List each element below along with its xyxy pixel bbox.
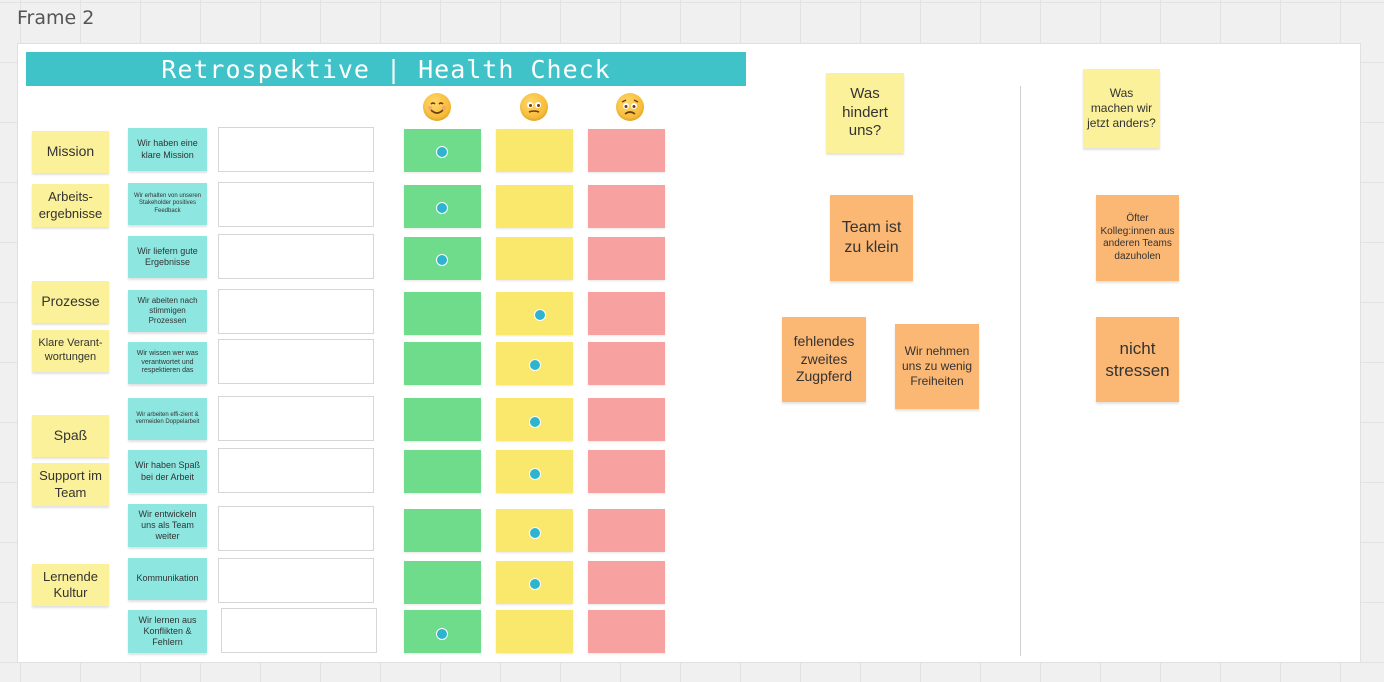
vote-cell-red[interactable]	[588, 237, 665, 280]
category-note-arbeitsergebnisse[interactable]: Arbeits- ergebnisse	[32, 184, 109, 227]
comment-box[interactable]	[218, 506, 374, 551]
vote-cell-yellow[interactable]	[496, 185, 573, 228]
vote-dot[interactable]	[529, 468, 541, 480]
vote-cell-red[interactable]	[588, 398, 665, 441]
actions-header-note[interactable]: Was machen wir jetzt anders?	[1083, 69, 1160, 148]
vote-cell-red[interactable]	[588, 561, 665, 604]
statement-note[interactable]: Wir erhalten von unseren Stakeholder pos…	[128, 183, 207, 225]
neutral-face-icon	[520, 93, 548, 121]
category-note-verantwortungen[interactable]: Klare Verant- wortungen	[32, 330, 109, 372]
vote-cell-green[interactable]	[404, 450, 481, 493]
comment-box[interactable]	[221, 608, 377, 653]
vote-cell-red[interactable]	[588, 292, 665, 335]
column-divider	[1020, 86, 1021, 656]
statement-note[interactable]: Kommunikation	[128, 558, 207, 600]
vote-cell-yellow[interactable]	[496, 610, 573, 653]
vote-dot[interactable]	[534, 309, 546, 321]
smiling-face-icon	[423, 93, 451, 121]
hindrance-note[interactable]: Team ist zu klein	[830, 195, 913, 281]
vote-cell-green[interactable]	[404, 509, 481, 552]
vote-dot[interactable]	[529, 416, 541, 428]
action-note[interactable]: Öfter Kolleg:innen aus anderen Teams daz…	[1096, 195, 1179, 281]
worried-face-icon	[616, 93, 644, 121]
category-note-prozesse[interactable]: Prozesse	[32, 281, 109, 323]
vote-dot[interactable]	[436, 254, 448, 266]
comment-box[interactable]	[218, 558, 374, 603]
vote-cell-red[interactable]	[588, 185, 665, 228]
comment-box[interactable]	[218, 339, 374, 384]
comment-box[interactable]	[218, 127, 374, 172]
hindrances-header-note[interactable]: Was hindert uns?	[826, 73, 904, 153]
vote-cell-green[interactable]	[404, 561, 481, 604]
vote-cell-yellow[interactable]	[496, 237, 573, 280]
vote-cell-red[interactable]	[588, 450, 665, 493]
vote-cell-red[interactable]	[588, 610, 665, 653]
vote-cell-yellow[interactable]	[496, 129, 573, 172]
category-note-mission[interactable]: Mission	[32, 131, 109, 173]
comment-box[interactable]	[218, 234, 374, 279]
category-note-support[interactable]: Support im Team	[32, 463, 109, 506]
statement-note[interactable]: Wir liefern gute Ergebnisse	[128, 236, 207, 278]
statement-note[interactable]: Wir haben eine klare Mission	[128, 128, 207, 171]
category-note-spass[interactable]: Spaß	[32, 415, 109, 457]
vote-dot[interactable]	[529, 527, 541, 539]
comment-box[interactable]	[218, 396, 374, 441]
vote-cell-green[interactable]	[404, 292, 481, 335]
statement-note[interactable]: Wir lernen aus Konflikten & Fehlern	[128, 610, 207, 653]
statement-note[interactable]: Wir wissen wer was verantwortet und resp…	[128, 342, 207, 384]
statement-note[interactable]: Wir arbeiten effi-zient & vermeiden Dopp…	[128, 398, 207, 440]
statement-note[interactable]: Wir abeiten nach stimmigen Prozessen	[128, 290, 207, 332]
vote-dot[interactable]	[529, 359, 541, 371]
action-note[interactable]: nicht stressen	[1096, 317, 1179, 402]
category-note-lernende-kultur[interactable]: Lernende Kultur	[32, 564, 109, 606]
statement-note[interactable]: Wir entwickeln uns als Team weiter	[128, 504, 207, 547]
hindrance-note[interactable]: fehlendes zweites Zugpferd	[782, 317, 866, 402]
hindrance-note[interactable]: Wir nehmen uns zu wenig Freiheiten	[895, 324, 979, 409]
vote-dot[interactable]	[436, 202, 448, 214]
vote-cell-red[interactable]	[588, 129, 665, 172]
board-title[interactable]: Retrospektive | Health Check	[26, 52, 746, 86]
vote-cell-red[interactable]	[588, 509, 665, 552]
comment-box[interactable]	[218, 289, 374, 334]
vote-dot[interactable]	[529, 578, 541, 590]
vote-cell-green[interactable]	[404, 342, 481, 385]
vote-dot[interactable]	[436, 146, 448, 158]
frame-label: Frame 2	[17, 7, 95, 29]
vote-cell-green[interactable]	[404, 398, 481, 441]
vote-cell-red[interactable]	[588, 342, 665, 385]
statement-note[interactable]: Wir haben Spaß bei der Arbeit	[128, 450, 207, 493]
comment-box[interactable]	[218, 448, 374, 493]
vote-dot[interactable]	[436, 628, 448, 640]
comment-box[interactable]	[218, 182, 374, 227]
